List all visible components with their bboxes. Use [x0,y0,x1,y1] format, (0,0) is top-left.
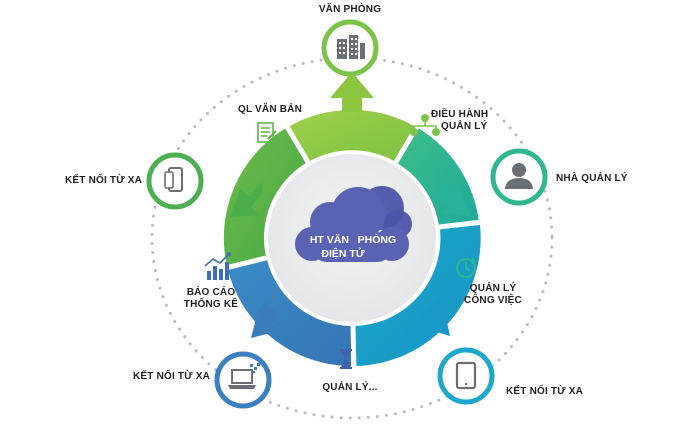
tablet-icon [455,361,477,390]
hourglass-icon [340,349,352,369]
feature-bao-cao-line2: THỐNG KÊ [183,299,239,310]
document-icon [257,122,277,143]
feature-quan-ly-label: QUẢN LÝ... [322,382,378,393]
node-bottom-left-label: KẾT NỐI TỪ XA [132,371,210,382]
node-top-label: VĂN PHÒNG [318,4,382,15]
feature-quan-ly-cong-viec-line2: CÔNG VIỆC [464,295,522,306]
center-title-line1: HT VĂN PHÒNG [310,233,396,246]
bar-chart-icon [204,252,231,280]
arrow-left [230,182,262,217]
feature-dieu-hanh-line2: QUẢN LÝ [441,121,488,132]
node-bottom-left[interactable] [214,351,272,409]
arrow-bottom-right [420,300,450,336]
clock-icon [456,258,476,278]
feature-ql-van-ban-label: QL VĂN BẢN [237,104,303,115]
ring-segments [223,109,483,370]
ring-segment-top [288,109,416,162]
feature-bao-cao-line1: BÁO CÁO [186,287,236,298]
node-bottom-right-label: KẾT NỐI TỪ XA [506,386,584,397]
user-icon [505,163,533,189]
arrow-bottom-left [251,302,281,338]
arrow-right [439,180,470,216]
node-right[interactable] [490,148,548,206]
org-chart-icon [410,114,440,136]
ring-segment-bottom-left [228,260,351,366]
arrow-top [330,72,374,112]
node-right-label: NHÀ QUẢN LÝ [556,173,628,184]
ring-segment-left [223,128,306,266]
laptop-icon [228,363,260,389]
center-title-line2: ĐIỆN TỬ [321,247,364,260]
orbit-dotted-ring [150,56,554,420]
node-left[interactable] [146,152,204,210]
mobile-phone-icon [164,167,183,192]
ring-segment-bottom-right [354,225,481,366]
node-bottom-right[interactable] [437,347,495,405]
cloud-icon [295,186,412,262]
office-building-icon [337,35,365,59]
feature-dieu-hanh-line1: ĐIỀU HÀNH [431,109,489,120]
feature-quan-ly-cong-viec-line1: QUẢN LÝ [469,283,517,294]
node-top[interactable] [321,19,379,77]
node-left-label: KẾT NỐI TỪ XA [64,175,142,186]
